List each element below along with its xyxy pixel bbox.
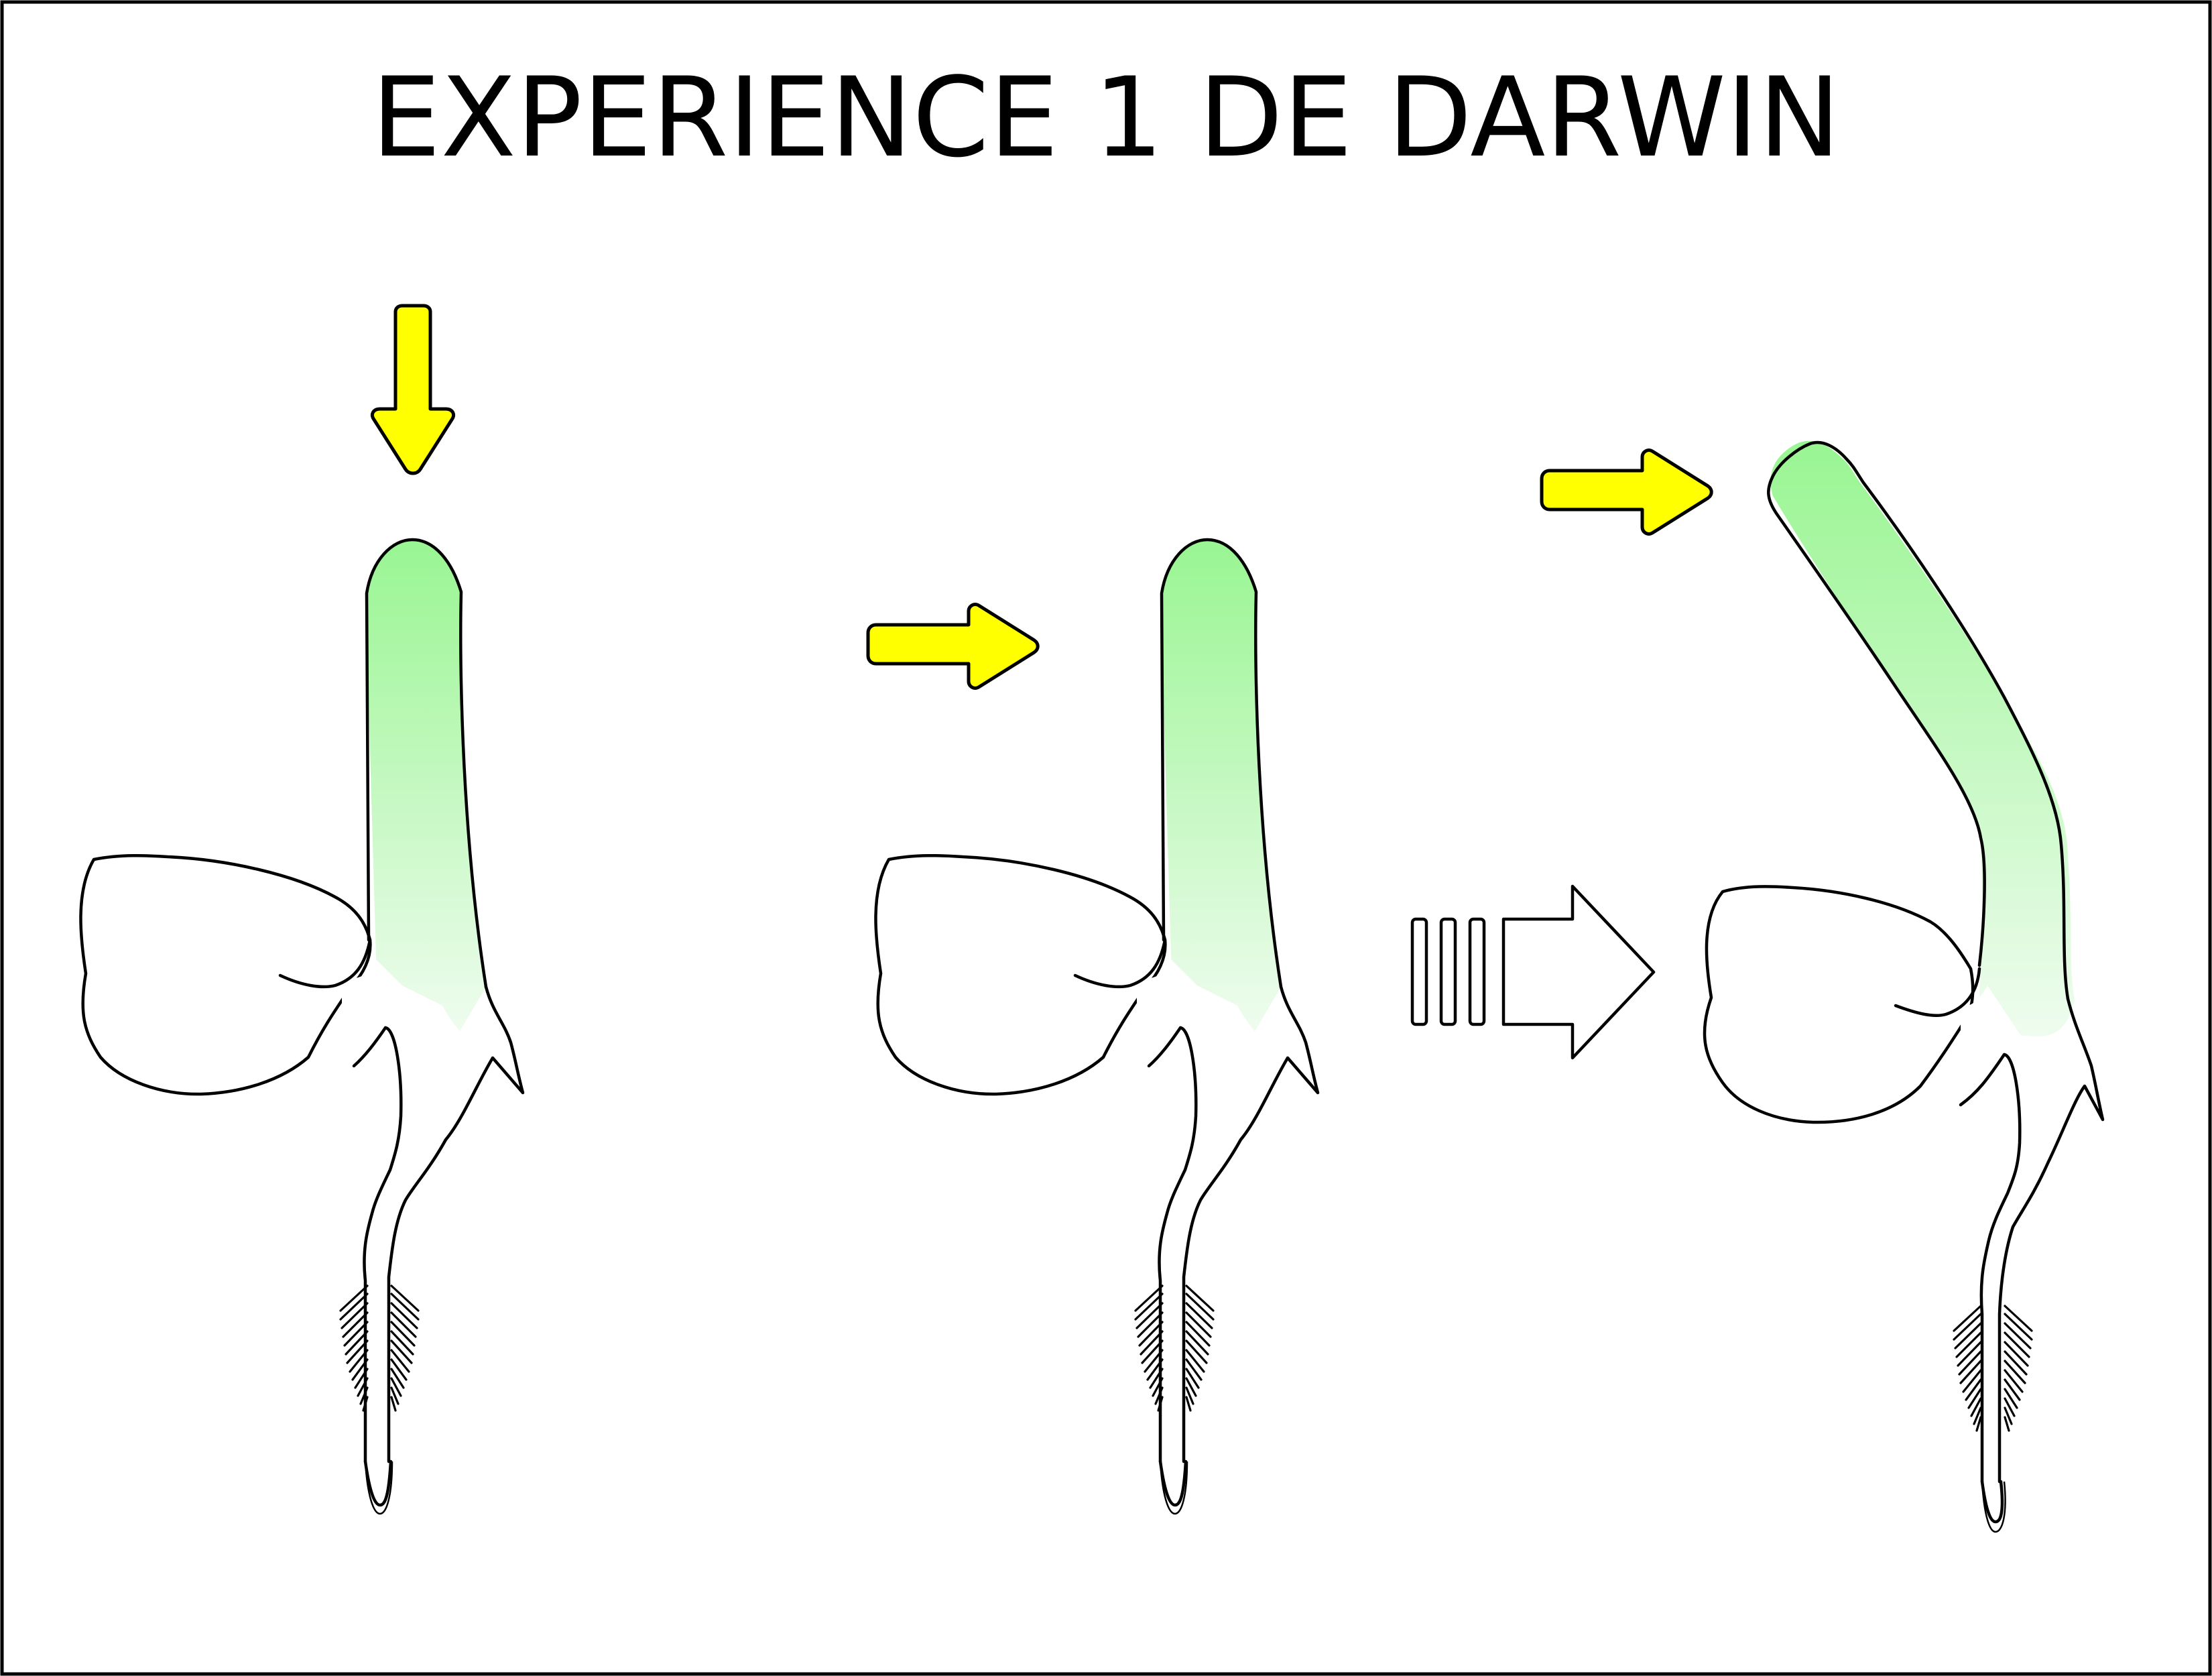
time-arrow-bar-1	[1410, 917, 1428, 1026]
light-arrow-down-icon	[370, 304, 456, 475]
block-arrow-right-icon	[1410, 884, 1656, 1060]
time-arrow-head	[1501, 884, 1656, 1060]
panel-3-seedling	[1703, 440, 2105, 1533]
time-arrow-bar-3	[1468, 917, 1486, 1026]
diagram-title: EXPERIENCE 1 DE DARWIN	[371, 54, 1841, 182]
time-arrow-bar-2	[1439, 917, 1457, 1026]
